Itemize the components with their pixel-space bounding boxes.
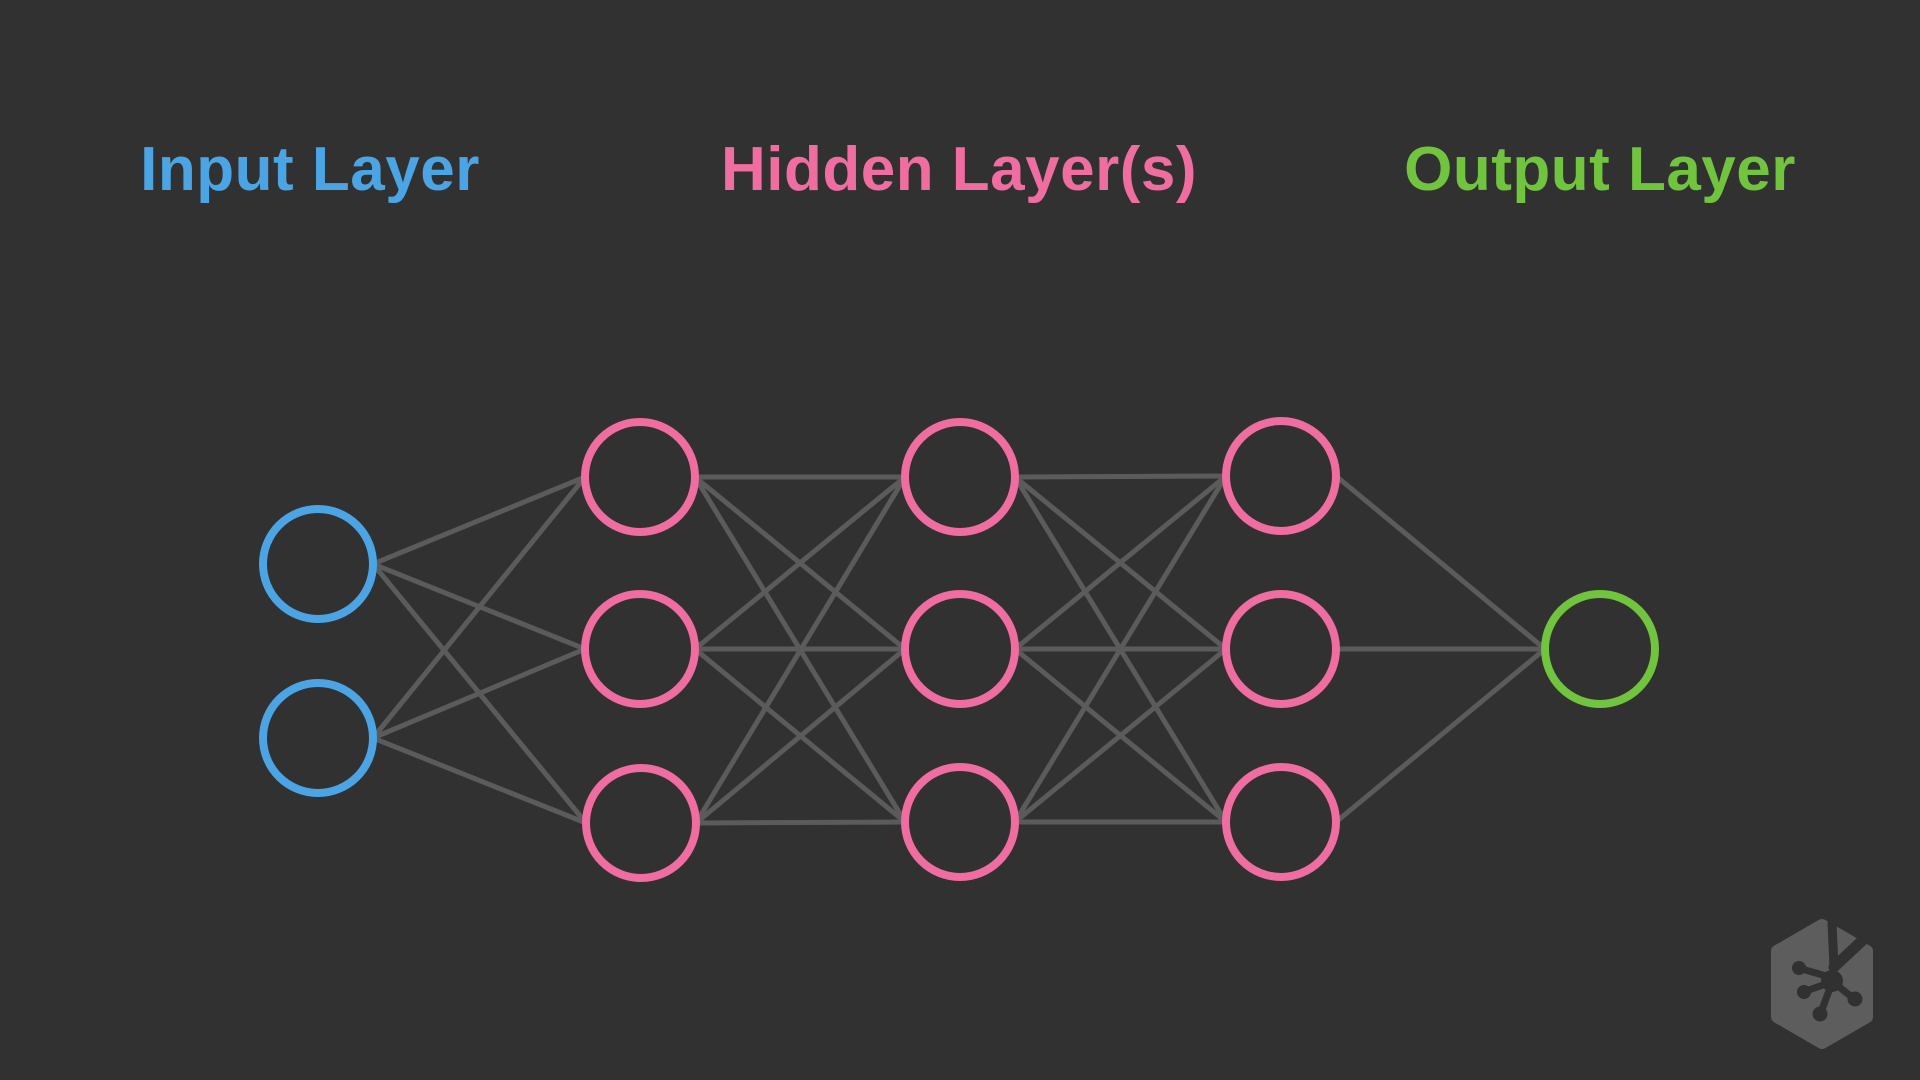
node-hidden-layer-3-3 — [1222, 763, 1340, 881]
node-output-layer-1 — [1541, 590, 1659, 708]
edge-hidden-layer-1-1-to-hidden-layer-2-0 — [693, 475, 907, 651]
node-hidden-layer-1-3 — [582, 764, 700, 882]
node-hidden-layer-3-2 — [1222, 590, 1340, 708]
hexagon-gecko-footprint-logo-icon — [1771, 918, 1873, 1049]
node-input-layer-2 — [259, 679, 377, 797]
node-hidden-layer-1-1 — [581, 418, 699, 536]
edge-input-layer-1-to-hidden-layer-1-2 — [372, 735, 587, 826]
edge-input-layer-0-to-hidden-layer-1-0 — [372, 474, 586, 567]
edge-hidden-layer-1-2-to-hidden-layer-2-0 — [693, 475, 908, 825]
edge-hidden-layer-1-2-to-hidden-layer-2-1 — [694, 647, 907, 825]
edge-hidden-layer-1-2-to-hidden-layer-2-2 — [695, 819, 906, 826]
edge-hidden-layer-3-2-to-output-layer-0 — [1334, 647, 1547, 824]
edge-hidden-layer-2-2-to-hidden-layer-3-0 — [1012, 474, 1229, 824]
node-hidden-layer-2-2 — [901, 590, 1019, 708]
edge-hidden-layer-2-2-to-hidden-layer-3-1 — [1013, 647, 1228, 824]
edge-input-layer-1-to-hidden-layer-1-1 — [372, 646, 586, 741]
edge-input-layer-1-to-hidden-layer-1-0 — [371, 475, 587, 740]
node-hidden-layer-2-1 — [901, 418, 1019, 536]
input-layer-title: Input Layer — [140, 135, 480, 204]
hidden-layer-title: Hidden Layer(s) — [720, 135, 1198, 204]
edge-hidden-layer-2-0-to-hidden-layer-3-0 — [1014, 473, 1227, 480]
node-hidden-layer-3-1 — [1222, 417, 1340, 535]
output-layer-title: Output Layer — [1404, 135, 1796, 204]
edge-hidden-layer-2-1-to-hidden-layer-3-0 — [1013, 474, 1228, 651]
node-hidden-layer-1-2 — [581, 590, 699, 708]
edge-hidden-layer-3-0-to-output-layer-0 — [1334, 474, 1547, 651]
node-hidden-layer-2-3 — [901, 763, 1019, 881]
node-input-layer-1 — [259, 505, 377, 623]
